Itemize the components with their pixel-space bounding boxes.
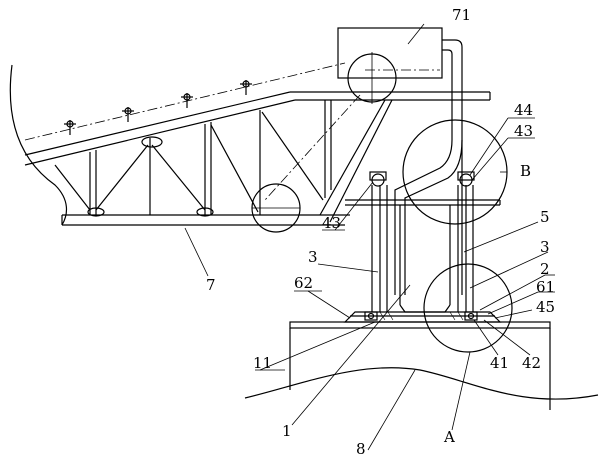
label-8: 8 [356, 440, 366, 458]
label-44: 44 [514, 101, 533, 119]
drive-box-71 [337, 27, 443, 79]
label-3-right: 3 [540, 238, 550, 256]
part-labels: 71 44 43 B 5 3 2 61 45 42 41 A 8 1 11 62… [206, 6, 555, 458]
label-61: 61 [536, 278, 555, 296]
detail-circle-a [423, 263, 513, 353]
label-45: 45 [536, 298, 555, 316]
idler-markers [64, 80, 252, 135]
label-71: 71 [452, 6, 471, 24]
label-43-top: 43 [514, 122, 533, 140]
label-b: B [520, 162, 531, 180]
center-support [399, 205, 451, 313]
label-7: 7 [206, 276, 216, 294]
conveyor-truss [24, 91, 491, 226]
base-plate [343, 311, 502, 323]
label-41: 41 [490, 354, 509, 372]
label-a: A [443, 428, 455, 446]
label-3-left: 3 [308, 248, 318, 266]
label-42: 42 [522, 354, 541, 372]
return-pulley [251, 183, 301, 233]
label-43-left: 43 [322, 214, 341, 232]
pipe-5 [394, 39, 463, 295]
foundation-block [289, 321, 551, 410]
hull-outline [9, 64, 67, 226]
column-3-left [369, 171, 388, 312]
label-5: 5 [540, 208, 550, 226]
label-62: 62 [294, 274, 313, 292]
ground-wave [244, 367, 599, 400]
label-11: 11 [253, 354, 272, 372]
column-3-right [457, 171, 475, 312]
leader-lines [184, 23, 555, 451]
conveyor-belt [24, 62, 440, 201]
cross-beam [345, 199, 501, 206]
label-2: 2 [540, 260, 550, 278]
label-1: 1 [282, 422, 292, 440]
detail-circle-b [402, 119, 508, 225]
